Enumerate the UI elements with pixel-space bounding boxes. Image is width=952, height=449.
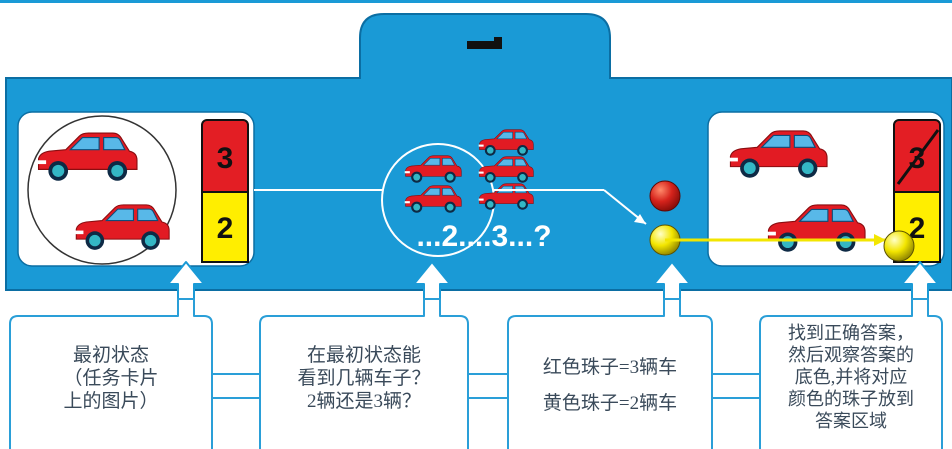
callout-line: 在最初状态能 xyxy=(306,345,421,366)
start-state-card: 3 2 xyxy=(17,111,255,267)
page-number xyxy=(467,37,502,49)
viewing-circle xyxy=(27,115,177,265)
car-count-question: ...2....3...? xyxy=(381,129,552,257)
answer-card: 3 2 xyxy=(707,111,945,267)
callout-line: 上的图片） xyxy=(63,391,159,412)
number-tile: 3 2 xyxy=(201,119,249,263)
up-arrow-icon xyxy=(901,261,939,301)
callout-connector xyxy=(468,373,508,399)
callout-bead-legend xyxy=(507,298,713,449)
answer-number-tile: 3 2 xyxy=(893,119,941,263)
callout-connector xyxy=(212,373,260,399)
callout-line: 黄色珠子=2辆车 xyxy=(542,393,678,414)
red-bead xyxy=(649,180,681,212)
count-options-text: ...2....3...? xyxy=(416,220,551,253)
up-arrow-icon xyxy=(413,261,451,301)
callout-text-car-count: 在最初状态能 看到几辆车子？ 2辆还是3辆？ xyxy=(262,344,466,413)
callout-start-state xyxy=(9,298,213,449)
up-arrow-icon xyxy=(653,261,691,301)
callout-connector xyxy=(712,373,760,399)
arrow-head-icon xyxy=(874,234,886,246)
tile-bottom-number: 2 xyxy=(217,212,234,245)
callout-line: 红色珠子=3辆车 xyxy=(542,357,678,378)
placed-yellow-bead xyxy=(883,230,915,262)
callout-line: 2辆还是3辆？ xyxy=(306,391,421,412)
callout-line: 最初状态 xyxy=(72,345,149,366)
callout-line: 答案区域 xyxy=(815,411,887,431)
callout-line: 底色,并将对应 xyxy=(794,367,908,387)
callout-text-start-state: 最初状态 （任务卡片 上的图片） xyxy=(12,344,210,413)
callout-line: 找到正确答案， xyxy=(788,323,914,343)
callout-text-bead-legend: 红色珠子=3辆车 黄色珠子=2辆车 xyxy=(510,350,710,422)
callout-answer-step xyxy=(759,298,943,449)
callout-text-answer-step: 找到正确答案， 然后观察答案的 底色,并将对应 颜色的珠子放到 答案区域 xyxy=(762,322,940,432)
tile-top-number: 3 xyxy=(217,142,234,175)
arrow-head-icon xyxy=(634,214,646,224)
callout-line: 颜色的珠子放到 xyxy=(788,389,914,409)
up-arrow-icon xyxy=(167,261,205,301)
callout-line: （任务卡片 xyxy=(63,368,159,389)
cross-out-mark xyxy=(896,129,940,185)
top-border xyxy=(0,0,952,3)
tile-bottom-number: 2 xyxy=(909,212,926,245)
callout-car-count xyxy=(259,298,469,449)
callout-line: 然后观察答案的 xyxy=(788,345,914,365)
callout-line: 看到几辆车子？ xyxy=(297,368,431,389)
